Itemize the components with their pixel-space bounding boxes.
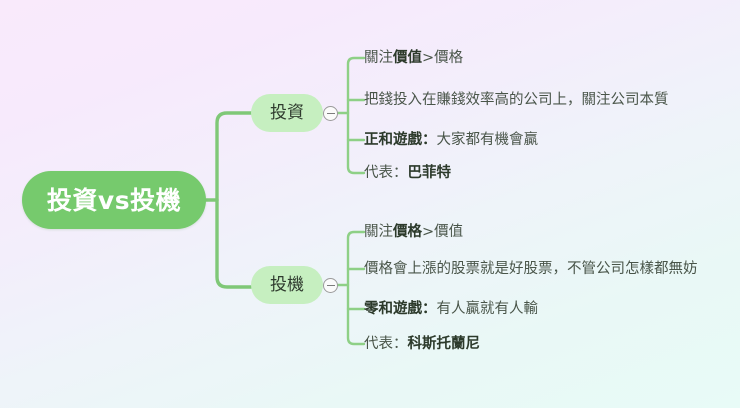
branch-node-invest[interactable]: 投資 (251, 94, 323, 132)
leaf-invest-2[interactable]: 把錢投入在賺錢效率高的公司上，關注公司本質 (364, 90, 669, 110)
minus-icon (326, 112, 335, 114)
leaf-invest-4-lead: 代表： (364, 164, 408, 181)
leaf-speculation-2-text: 價格會上漲的股票就是好股票，不管公司怎樣都無妨 (364, 260, 698, 277)
leaf-invest-2-text: 把錢投入在賺錢效率高的公司上，關注公司本質 (364, 91, 669, 108)
leaf-speculation-1[interactable]: 關注價格>價值 (364, 222, 463, 242)
leaf-speculation-3-tail: 有人贏就有人輸 (436, 300, 539, 317)
wire-specul-spine (346, 230, 366, 346)
leaf-invest-3[interactable]: 正和遊戲：大家都有機會贏 (364, 130, 538, 150)
collapse-toggle-speculation[interactable] (323, 277, 338, 293)
collapse-toggle-invest[interactable] (323, 105, 338, 121)
leaf-invest-3-tail: 大家都有機會贏 (436, 131, 539, 148)
leaf-invest-1-prefix: 關注 (364, 49, 393, 66)
minus-icon (326, 284, 335, 286)
leaf-invest-1-tail: >價格 (422, 49, 464, 66)
leaf-speculation-2[interactable]: 價格會上漲的股票就是好股票，不管公司怎樣都無妨 (364, 259, 698, 279)
branch-node-speculation-label: 投機 (270, 274, 304, 295)
leaf-invest-1-bold: 價值 (393, 49, 422, 66)
wire-root-bracket (215, 111, 253, 289)
leaf-invest-1[interactable]: 關注價值>價格 (364, 48, 463, 68)
leaf-invest-3-bold: 正和遊戲： (364, 131, 437, 148)
wire-invest-spine (346, 56, 366, 175)
branch-node-speculation[interactable]: 投機 (251, 266, 323, 304)
leaf-invest-4[interactable]: 代表：巴菲特 (364, 163, 451, 183)
root-node[interactable]: 投資vs投機 (22, 171, 206, 229)
leaf-speculation-1-bold: 價格 (393, 223, 422, 240)
leaf-speculation-1-prefix: 關注 (364, 223, 393, 240)
branch-node-invest-label: 投資 (270, 102, 304, 123)
leaf-speculation-1-tail: >價值 (422, 223, 464, 240)
root-node-label: 投資vs投機 (46, 185, 182, 215)
leaf-speculation-3[interactable]: 零和遊戲：有人贏就有人輸 (364, 299, 538, 319)
leaf-speculation-4-lead: 代表： (364, 335, 408, 352)
leaf-speculation-4[interactable]: 代表：科斯托蘭尼 (364, 334, 480, 354)
leaf-speculation-3-bold: 零和遊戲： (364, 300, 437, 317)
leaf-invest-4-bold: 巴菲特 (407, 164, 452, 181)
leaf-speculation-4-bold: 科斯托蘭尼 (407, 335, 481, 352)
